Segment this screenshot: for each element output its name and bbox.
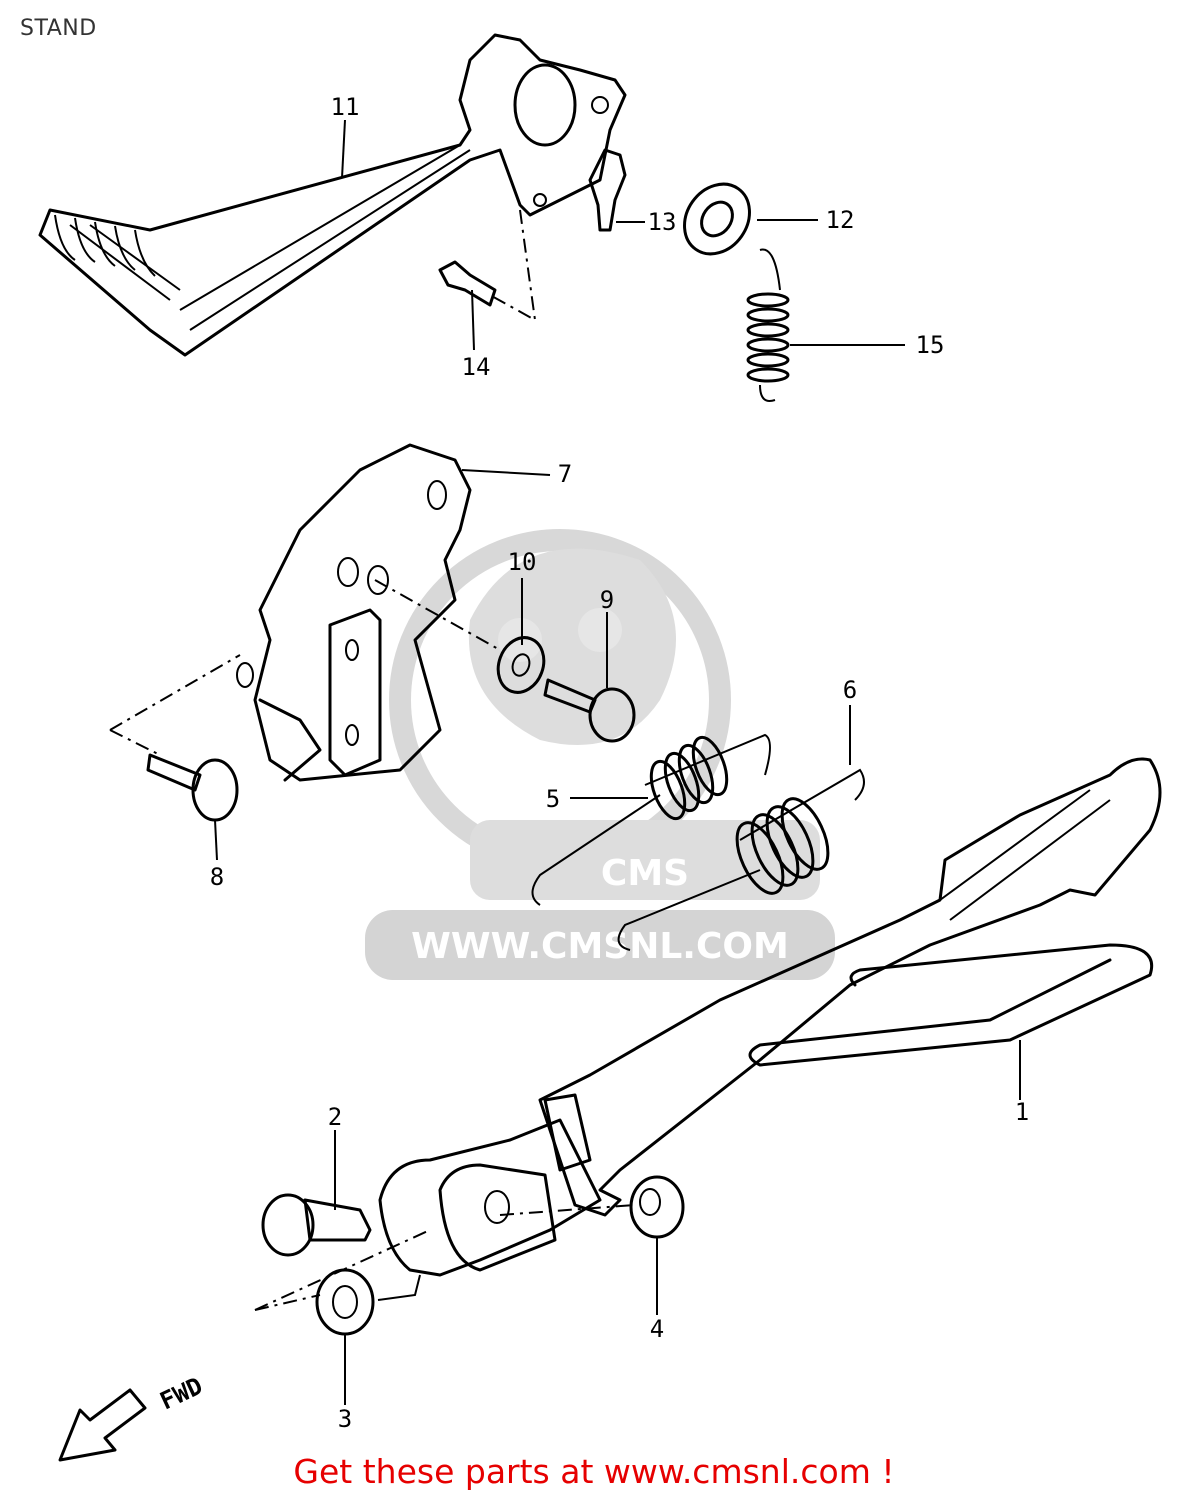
ref-label-6: 6 <box>843 676 857 704</box>
part-5-spring <box>531 733 771 906</box>
part-13-pin <box>588 148 627 232</box>
watermark-logo: CMS <box>601 853 689 894</box>
part-reference-numbers: 11 13 12 15 14 7 10 9 6 5 8 1 2 4 3 <box>210 93 1029 1433</box>
part-12-washer <box>683 182 751 256</box>
watermark: CMS WWW.CMSNL.COM <box>365 529 835 980</box>
part-4-collar <box>629 1175 685 1239</box>
part-9-bolt <box>543 678 636 743</box>
diagram-title: STAND <box>20 16 97 41</box>
part-15-spring <box>746 248 790 402</box>
footer-cta-link[interactable]: Get these parts at www.cmsnl.com ! <box>293 1452 895 1491</box>
ref-label-11: 11 <box>331 93 360 121</box>
part-7-bracket <box>236 443 472 782</box>
watermark-url: WWW.CMSNL.COM <box>411 926 789 967</box>
part-14-bolt <box>438 260 497 307</box>
part-8-bolt <box>146 753 239 822</box>
ref-label-5: 5 <box>546 785 560 813</box>
fwd-direction-arrow: FWD <box>58 1372 207 1462</box>
ref-label-12: 12 <box>826 206 855 234</box>
part-6-spring <box>617 768 865 951</box>
leader-lines <box>214 119 1021 1405</box>
part-2-bolt <box>261 1193 372 1257</box>
ref-label-8: 8 <box>210 863 224 891</box>
ref-label-15: 15 <box>916 331 945 359</box>
part-3-washer <box>315 1268 375 1336</box>
ref-label-9: 9 <box>600 586 614 614</box>
ref-label-7: 7 <box>558 460 572 488</box>
fwd-label: FWD <box>156 1372 207 1416</box>
ref-label-4: 4 <box>650 1315 664 1343</box>
part-10-washer <box>496 636 546 694</box>
ref-label-10: 10 <box>508 548 537 576</box>
ref-label-2: 2 <box>328 1103 342 1131</box>
ref-label-14: 14 <box>462 353 491 381</box>
part-11-brake-pedal <box>38 33 627 357</box>
ref-label-3: 3 <box>338 1405 352 1433</box>
ref-label-1: 1 <box>1015 1098 1029 1126</box>
part-1-side-stand <box>378 757 1162 1277</box>
ref-label-13: 13 <box>648 208 677 236</box>
